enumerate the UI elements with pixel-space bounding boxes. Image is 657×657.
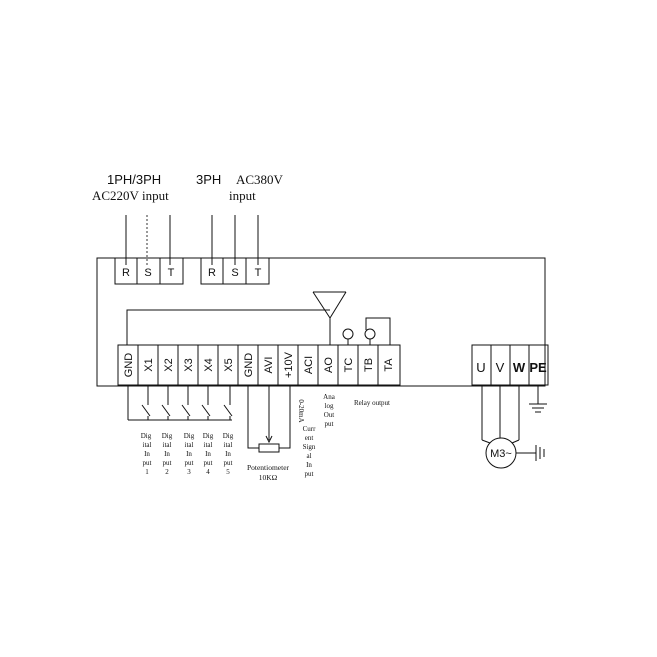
digital-input-switches bbox=[127, 385, 233, 421]
svg-text:In: In bbox=[205, 450, 211, 458]
terminal-avi: AVI bbox=[263, 357, 275, 374]
inverter-housing bbox=[96, 257, 546, 387]
svg-text:put: put bbox=[163, 459, 172, 467]
potentiometer-value: 10KΩ bbox=[259, 473, 278, 482]
svg-text:ital: ital bbox=[185, 441, 194, 449]
svg-text:Out: Out bbox=[324, 411, 335, 419]
terminal-ta: TA bbox=[383, 358, 395, 372]
terminal-pe: PE bbox=[529, 360, 547, 375]
svg-text:4: 4 bbox=[206, 468, 210, 476]
terminal-tb: TB bbox=[363, 358, 375, 372]
current-input-range: 0-20mA bbox=[297, 399, 305, 422]
svg-text:2: 2 bbox=[165, 468, 169, 476]
svg-text:In: In bbox=[225, 450, 231, 458]
current-input-label: Curr ent Sign al In put bbox=[303, 425, 317, 478]
terminal-x2: X2 bbox=[163, 358, 175, 371]
terminal-x5: X5 bbox=[223, 358, 235, 371]
svg-text:put: put bbox=[224, 459, 233, 467]
terminal-x1: X1 bbox=[143, 358, 155, 371]
svg-text:Curr: Curr bbox=[303, 425, 317, 433]
svg-text:al: al bbox=[306, 452, 311, 460]
svg-text:In: In bbox=[144, 450, 150, 458]
terminal-w: W bbox=[513, 360, 526, 375]
terminal-10v: +10V bbox=[283, 351, 295, 378]
potentiometer-label: Potentiometer bbox=[247, 463, 290, 472]
input-label-ac220v: AC220V input bbox=[92, 188, 169, 203]
terminal-r2: R bbox=[208, 267, 216, 279]
terminal-ao: AO bbox=[323, 357, 335, 373]
digital-input-label-3: Dig ital In put 3 bbox=[184, 432, 195, 476]
svg-text:log: log bbox=[325, 402, 334, 410]
potentiometer-symbol bbox=[247, 385, 291, 453]
digital-input-label-4: Dig ital In put 4 bbox=[203, 432, 214, 476]
svg-text:5: 5 bbox=[226, 468, 230, 476]
relay-output-label: Relay output bbox=[354, 399, 390, 407]
svg-text:1: 1 bbox=[145, 468, 149, 476]
svg-text:ital: ital bbox=[143, 441, 152, 449]
svg-text:Ana: Ana bbox=[323, 393, 336, 401]
terminal-gnd-1: GND bbox=[123, 353, 135, 378]
svg-text:Dig: Dig bbox=[184, 432, 195, 440]
output-terminal-strip: U V W PE bbox=[471, 344, 549, 386]
terminal-s1: S bbox=[144, 267, 151, 279]
svg-text:ital: ital bbox=[204, 441, 213, 449]
svg-text:3: 3 bbox=[187, 468, 191, 476]
terminal-v: V bbox=[496, 360, 505, 375]
svg-text:Dig: Dig bbox=[162, 432, 173, 440]
terminal-t2: T bbox=[255, 267, 262, 279]
motor-wiring bbox=[481, 385, 547, 469]
analog-output-label: Ana log Out put bbox=[323, 393, 336, 428]
digital-input-label-2: Dig ital In put 2 bbox=[162, 432, 173, 476]
terminal-s2: S bbox=[231, 267, 238, 279]
svg-text:ital: ital bbox=[163, 441, 172, 449]
motor-label: M3~ bbox=[490, 448, 512, 460]
input-label-1ph-3ph: 1PH/3PH bbox=[107, 172, 161, 187]
svg-text:put: put bbox=[204, 459, 213, 467]
relay-contact-symbol bbox=[342, 317, 391, 345]
input-label-ac380v: AC380V bbox=[236, 172, 284, 187]
svg-text:put: put bbox=[185, 459, 194, 467]
terminal-r1: R bbox=[122, 267, 130, 279]
digital-input-label-5: Dig ital In put 5 bbox=[223, 432, 234, 476]
input-label-3ph: 3PH bbox=[196, 172, 221, 187]
antenna-symbol bbox=[312, 291, 347, 345]
power-terminals-group-1: R S T bbox=[114, 257, 184, 285]
digital-input-label-1: Dig ital In put 1 bbox=[141, 432, 152, 476]
svg-text:In: In bbox=[306, 461, 312, 469]
terminal-tc: TC bbox=[343, 358, 355, 373]
terminal-x3: X3 bbox=[183, 358, 195, 371]
svg-text:ent: ent bbox=[305, 434, 314, 442]
terminal-x4: X4 bbox=[203, 358, 215, 371]
svg-text:In: In bbox=[186, 450, 192, 458]
svg-text:Dig: Dig bbox=[203, 432, 214, 440]
svg-text:Dig: Dig bbox=[223, 432, 234, 440]
svg-text:Dig: Dig bbox=[141, 432, 152, 440]
input-label-input: input bbox=[229, 188, 256, 203]
power-terminals-group-2: R S T bbox=[200, 257, 270, 285]
svg-text:Sign: Sign bbox=[303, 443, 316, 451]
svg-text:ital: ital bbox=[224, 441, 233, 449]
svg-text:In: In bbox=[164, 450, 170, 458]
svg-text:put: put bbox=[143, 459, 152, 467]
control-terminal-strip: GND X1 X2 X3 X4 X5 GND AVI +10V ACI AO T… bbox=[117, 344, 401, 386]
terminal-u: U bbox=[476, 360, 485, 375]
svg-text:put: put bbox=[305, 470, 314, 478]
svg-text:put: put bbox=[325, 420, 334, 428]
terminal-gnd-2: GND bbox=[243, 353, 255, 378]
terminal-t1: T bbox=[168, 267, 175, 279]
terminal-aci: ACI bbox=[303, 356, 315, 374]
